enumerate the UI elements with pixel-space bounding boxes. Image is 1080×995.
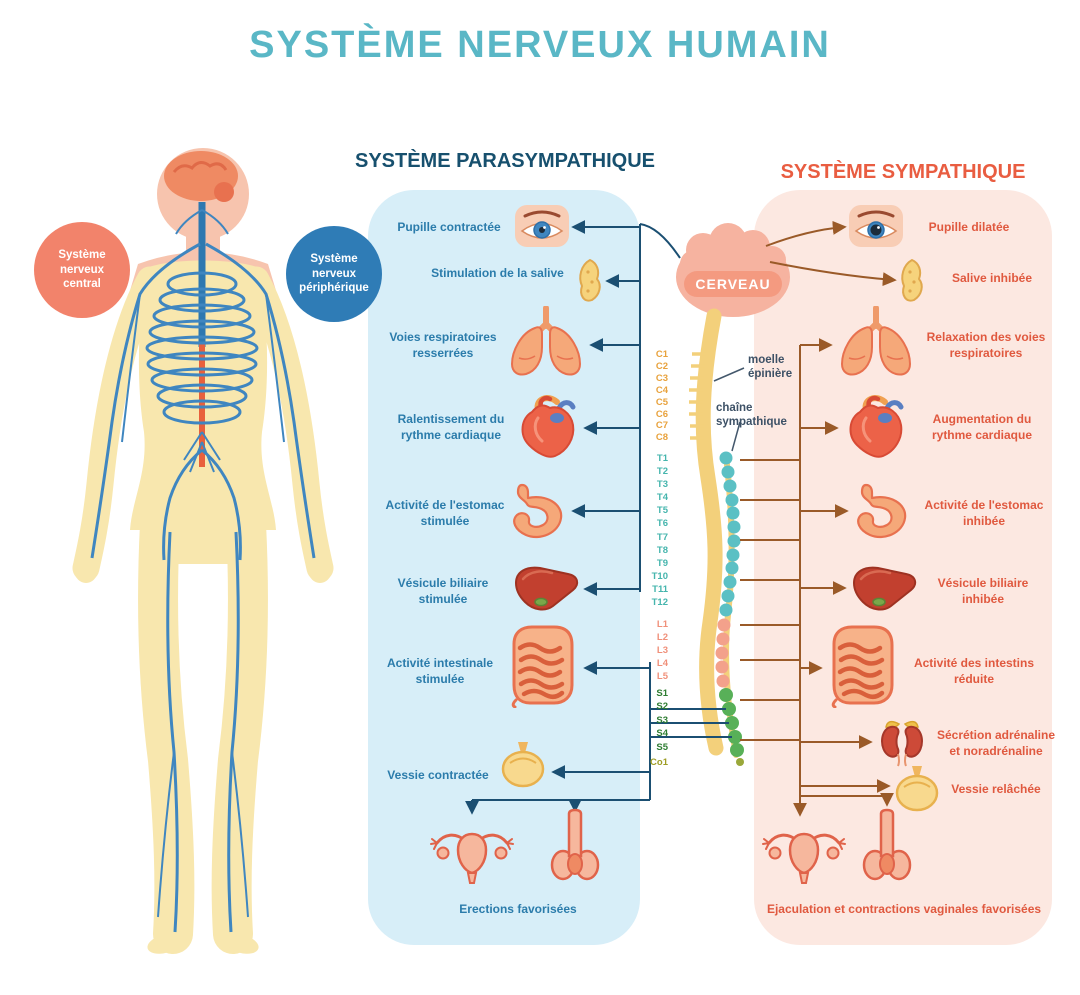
organ-label: Vessie relâchée xyxy=(951,782,1041,796)
cervical-labels: C1 C2 C3 C4 C5 C6 C7 C8 xyxy=(630,349,668,444)
vertebra-label: C8 xyxy=(655,432,668,444)
vertebra-label: C1 xyxy=(655,349,668,360)
vertebra-label: T8 xyxy=(656,544,668,556)
vertebra-label: L5 xyxy=(656,671,668,682)
heart-icon xyxy=(512,394,582,460)
organ-label: Stimulation de la salive xyxy=(431,266,564,280)
peripheral-nervous-system-badge: Système nerveux périphérique xyxy=(286,226,382,322)
liver-icon xyxy=(848,562,920,612)
sympathetic-title: SYSTÈME SYMPATHIQUE xyxy=(780,161,1026,183)
male-reproductive-icon xyxy=(858,808,916,884)
vertebra-label: T5 xyxy=(656,505,668,517)
vertebra-label: T7 xyxy=(656,531,668,543)
vertebra-label: L2 xyxy=(656,632,668,643)
page-title: SYSTÈME NERVEUX HUMAIN xyxy=(249,24,831,66)
brain-icon xyxy=(164,151,238,202)
salivary-gland-icon xyxy=(898,258,926,304)
lungs-icon xyxy=(504,306,588,378)
parasympathetic-title: SYSTÈME PARASYMPATHIQUE xyxy=(354,150,656,172)
stomach-icon xyxy=(850,482,914,540)
vertebra-label: C7 xyxy=(655,420,668,432)
intestines-icon xyxy=(824,622,902,708)
vertebra-label: T1 xyxy=(656,453,668,464)
spinal-cord-label: moelle épinière xyxy=(748,354,793,380)
intestines-icon xyxy=(504,622,582,708)
thoracic-labels: T1 T2 T3 T4 T5 T6 T7 T8 T9 T10 T11 T12 xyxy=(630,452,668,609)
organ-label: Activité des intestins réduite xyxy=(913,656,1035,686)
vertebra-label: S3 xyxy=(656,714,668,726)
vertebra-label: T12 xyxy=(651,597,668,609)
brain-blob xyxy=(676,223,790,317)
organ-label: Relaxation des voies respiratoires xyxy=(926,330,1046,360)
human-body-figure xyxy=(72,148,334,954)
organ-label: Pupille contractée xyxy=(397,220,501,234)
female-reproductive-icon xyxy=(762,810,846,884)
eye-contracted-icon xyxy=(514,204,570,248)
organ-label: Pupille dilatée xyxy=(928,220,1010,234)
organ-label: Voies respiratoires resserrées xyxy=(389,330,497,360)
parasympathetic-connectors xyxy=(465,220,732,815)
brain-label: CERVEAU xyxy=(684,271,782,297)
female-reproductive-icon xyxy=(430,810,514,884)
bladder-icon xyxy=(892,764,942,812)
organ-label: Vésicule biliaire stimulée xyxy=(397,576,489,606)
vertebra-label: S4 xyxy=(656,728,668,740)
male-reproductive-icon xyxy=(546,808,604,884)
vertebra-label: S5 xyxy=(656,741,668,753)
eye-dilated-icon xyxy=(848,204,904,248)
organ-label: Ejaculation et contractions vaginales fa… xyxy=(766,902,1042,916)
organ-label: Vessie contractée xyxy=(387,768,489,782)
lungs-icon xyxy=(834,306,918,378)
salivary-gland-icon xyxy=(576,258,604,304)
organ-label: Erections favorisées xyxy=(459,902,577,916)
vertebra-label: C3 xyxy=(655,372,668,384)
sympathetic-chain-dots xyxy=(715,451,744,766)
vertebra-label: S1 xyxy=(656,688,668,699)
vertebra-label: C2 xyxy=(655,360,668,372)
stomach-icon xyxy=(506,482,570,540)
sympathetic-panel xyxy=(754,190,1052,945)
parasympathetic-panel xyxy=(368,190,640,945)
vertebra-label: S2 xyxy=(656,701,668,713)
coccygeal-label: Co1 xyxy=(624,757,668,768)
vertebra-label: T9 xyxy=(656,557,668,569)
organ-label: Augmentation du rythme cardiaque xyxy=(931,412,1033,442)
vertebra-label: C5 xyxy=(655,396,668,408)
vertebra-label: T4 xyxy=(656,492,668,504)
vertebra-label: T2 xyxy=(656,466,668,478)
bladder-icon xyxy=(498,740,548,788)
vertebra-label: T11 xyxy=(652,583,668,595)
vertebra-label: T3 xyxy=(656,479,668,491)
vertebra-label: L4 xyxy=(656,658,668,669)
vertebra-label: T10 xyxy=(651,570,668,582)
vertebra-label: C4 xyxy=(655,384,668,396)
peripheral-nerves xyxy=(90,202,316,933)
vertebra-label: L3 xyxy=(656,645,668,656)
vertebra-label: C6 xyxy=(655,408,668,420)
organ-label: Ralentissement du rythme cardiaque xyxy=(397,412,505,442)
organ-label: Activité intestinale stimulée xyxy=(386,656,494,686)
organ-label: Salive inhibée xyxy=(951,271,1033,285)
heart-icon xyxy=(840,394,910,460)
organ-label: Vésicule biliaire inhibée xyxy=(937,576,1029,606)
central-nervous-system-badge: Système nerveux central xyxy=(34,222,130,318)
vertebra-label: T6 xyxy=(656,518,668,530)
adrenal-kidneys-icon xyxy=(874,716,930,768)
organ-label: Sécrétion adrénaline et noradrénaline xyxy=(936,728,1056,758)
vertebra-label: Co1 xyxy=(650,757,668,768)
organ-label: Activité de l'estomac stimulée xyxy=(385,498,505,528)
organ-label: Activité de l'estomac inhibée xyxy=(924,498,1044,528)
sympathetic-chain-label: chaîne sympathique xyxy=(716,402,787,428)
sympathetic-connectors xyxy=(740,220,897,817)
lumbar-labels: L1 L2 L3 L4 L5 xyxy=(630,618,668,683)
vertebra-label: L1 xyxy=(656,619,668,630)
liver-icon xyxy=(510,562,582,612)
sacral-labels: S1 S2 S3 S4 S5 xyxy=(630,687,668,754)
